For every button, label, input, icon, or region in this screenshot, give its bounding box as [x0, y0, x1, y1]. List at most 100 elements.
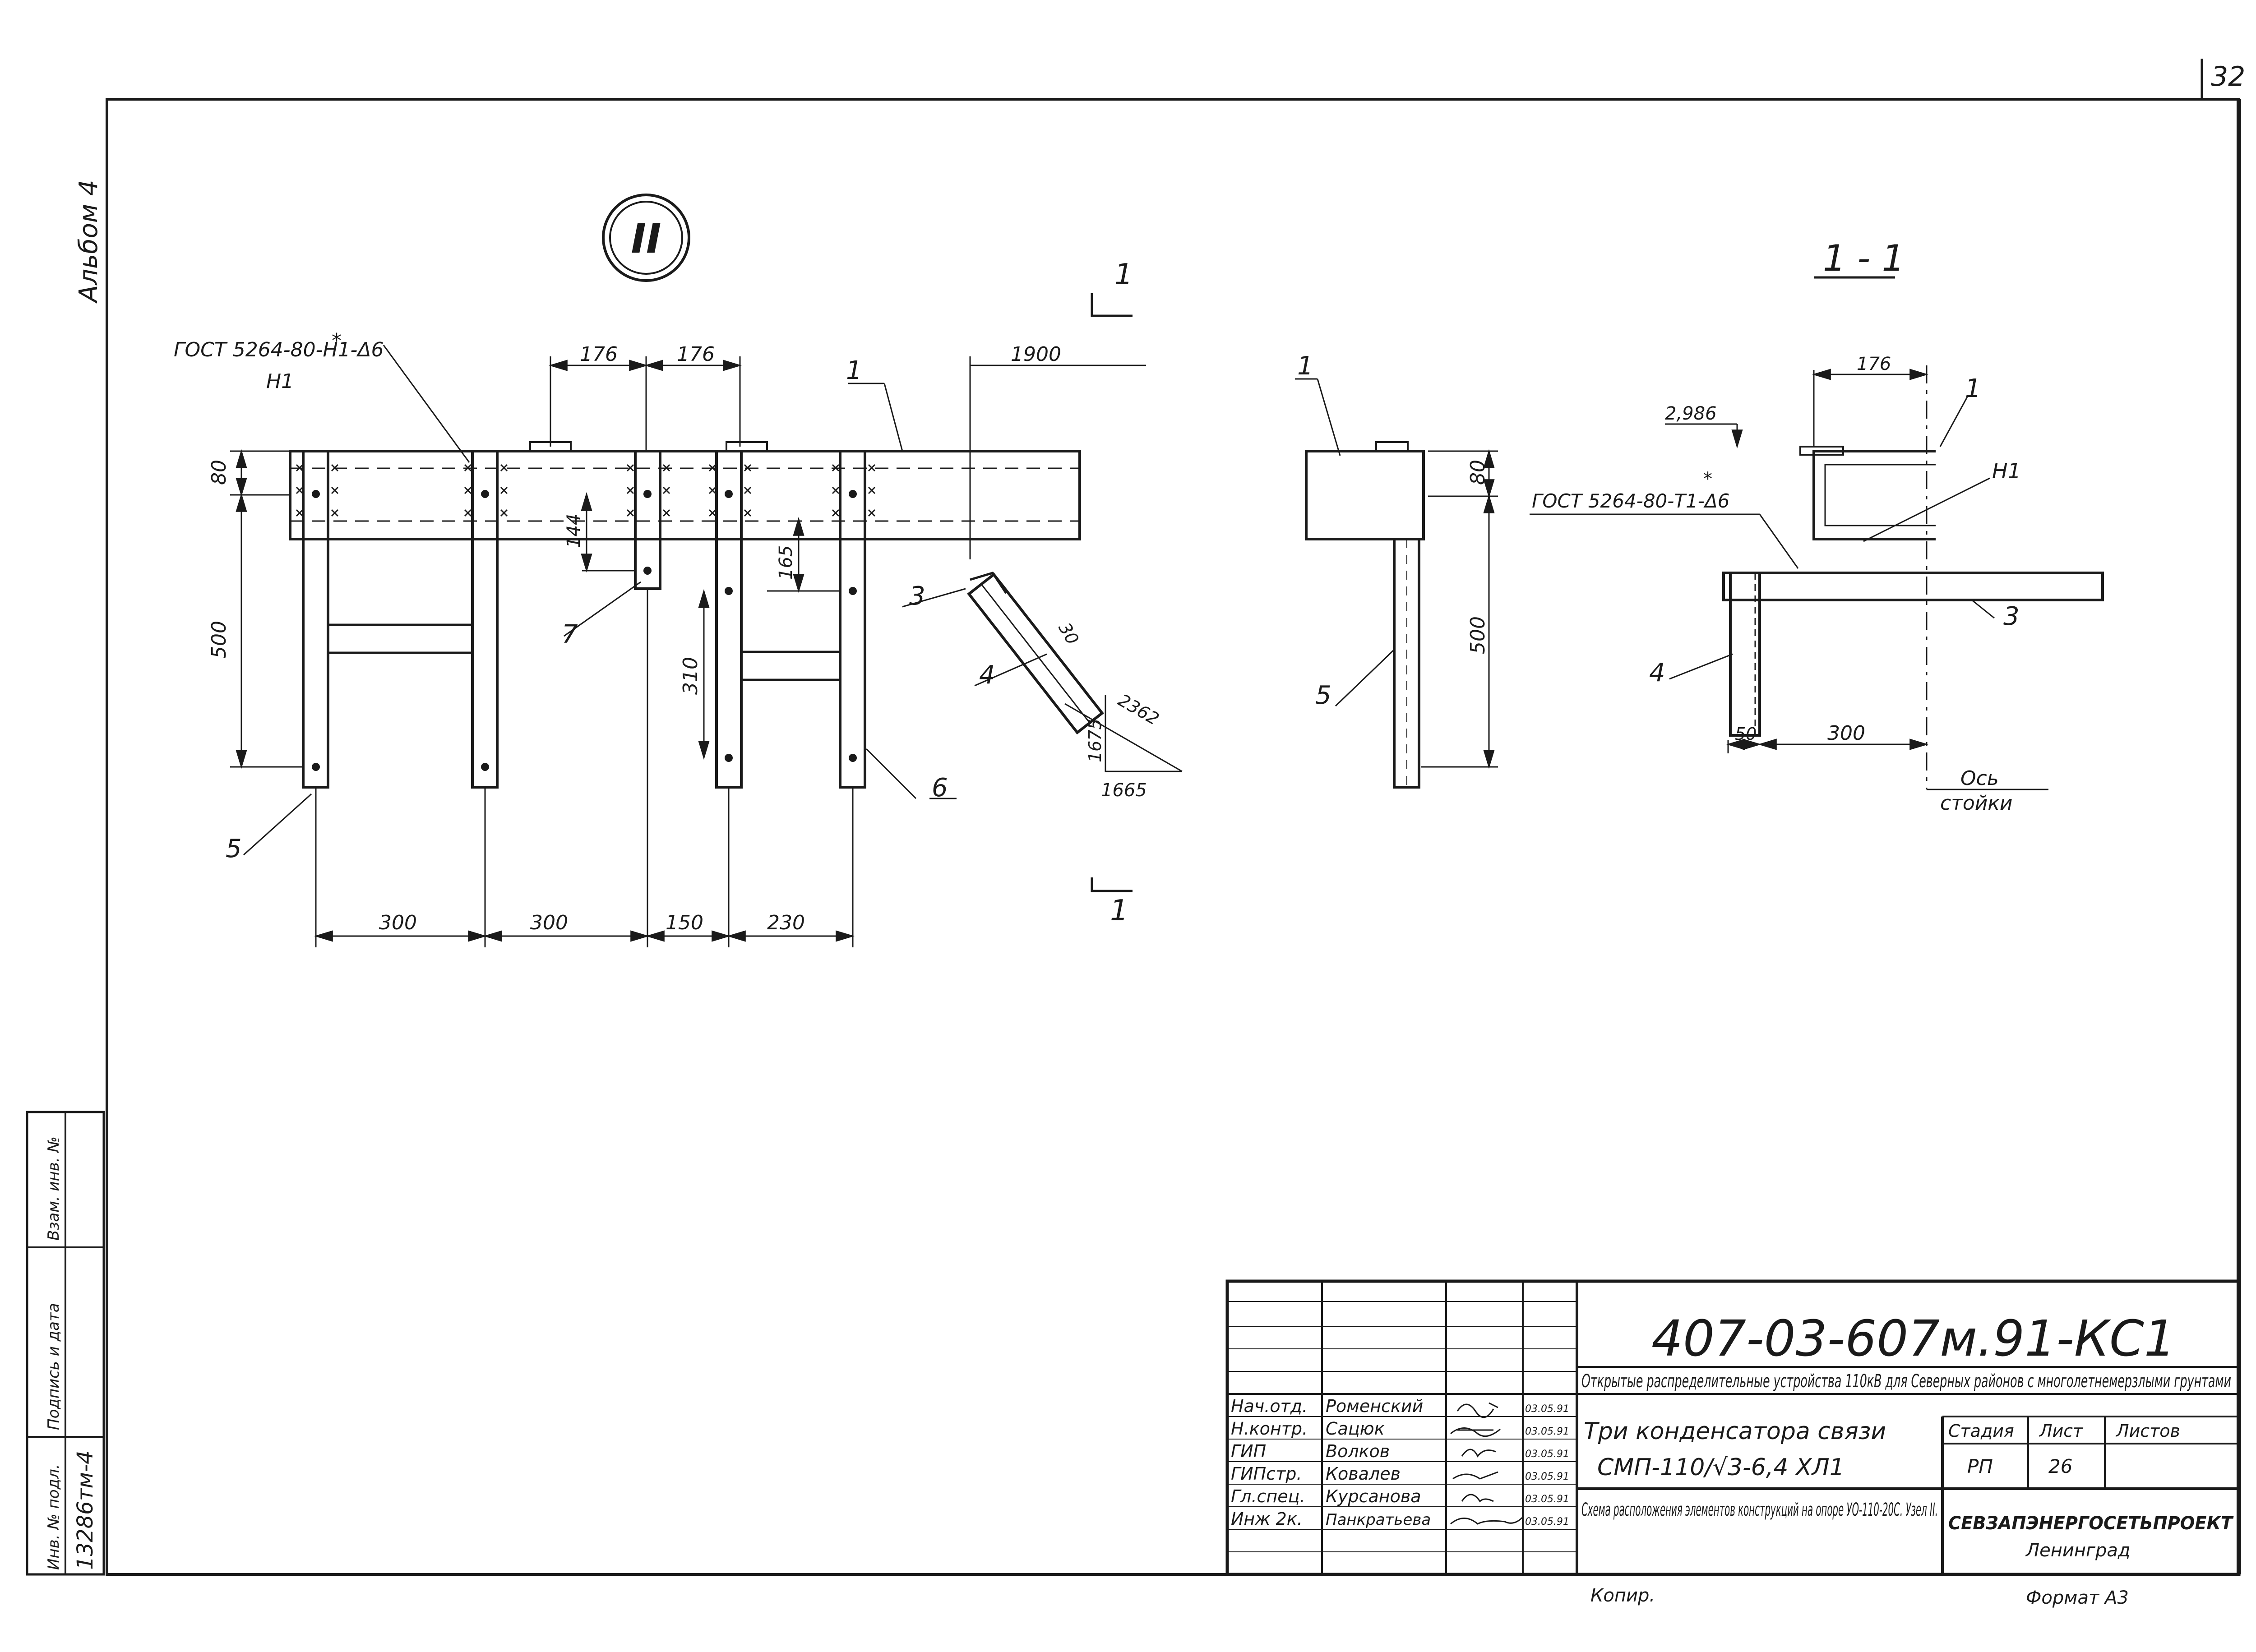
- staff-role: Инж 2к.: [1231, 1509, 1303, 1529]
- post-4: [839, 450, 866, 789]
- staff-name: Волков: [1326, 1441, 1390, 1461]
- post-2: [471, 450, 499, 789]
- node-view: II: [230, 194, 1183, 947]
- dim-150: 150: [666, 911, 703, 934]
- post-1: [302, 450, 329, 789]
- callout-3: 3: [909, 581, 925, 611]
- dim-165: 165: [776, 545, 796, 580]
- section-callout-1: 1: [1965, 374, 1981, 403]
- dim-30: 30: [1054, 619, 1082, 648]
- side-callout-1: 1: [1297, 351, 1313, 381]
- project-title-line: Открытые распределительные устройства 11…: [1581, 1371, 2231, 1392]
- org-city: Ленинград: [2025, 1540, 2131, 1561]
- object-title-2: СМП-110/√3-6,4 ХЛ1: [1597, 1454, 1845, 1481]
- callout-5: 5: [226, 834, 242, 863]
- sheet-corner-number: 32: [2211, 61, 2245, 92]
- section-weld-note: ГОСТ 5264-80-Т1-Δ6: [1532, 490, 1729, 512]
- dim-1675: 1675: [1085, 719, 1105, 762]
- org-name-text: СЕВЗАПЭНЕРГОСЕТЬПРОЕКТ: [1948, 1513, 2234, 1534]
- sheet-title: Схема расположения элементов конструкций…: [1581, 1500, 1938, 1520]
- staff-name: Курсанова: [1326, 1486, 1421, 1506]
- section-level: 2,986: [1665, 403, 1717, 424]
- staff-role: Н.контр.: [1231, 1419, 1308, 1439]
- section-1-1: [1530, 276, 2104, 790]
- dim-1900: 1900: [1011, 343, 1061, 366]
- side-stamp: [26, 1111, 105, 1576]
- callout-7: 7: [562, 620, 578, 649]
- section-callout-n1: Н1: [1992, 459, 2021, 483]
- org-name: СЕВЗАПЭНЕРГОСЕТЬПРОЕКТ: [1948, 1513, 2234, 1534]
- dim-144: 144: [564, 514, 584, 548]
- staff-date: 03.05.91: [1525, 1516, 1569, 1527]
- side-stamp-inv-number: 13286тм-4: [73, 1450, 98, 1570]
- staff-role: Нач.отд.: [1231, 1396, 1308, 1416]
- main-channel-beam: [289, 450, 1081, 540]
- callout-1: 1: [846, 356, 862, 385]
- dim-1665: 1665: [1101, 780, 1147, 801]
- staff-name: Роменский: [1326, 1396, 1423, 1416]
- staff-role: ГИПстр.: [1231, 1464, 1302, 1484]
- staff-date: 03.05.91: [1525, 1426, 1569, 1437]
- side-stamp-inv-label: Инв. № подл.: [45, 1464, 63, 1570]
- staff-name: Сацюк: [1326, 1419, 1385, 1439]
- dim-230: 230: [767, 911, 805, 934]
- dim-500: 500: [208, 621, 231, 659]
- node-marker-label: II: [631, 215, 661, 263]
- staff-date: 03.05.91: [1525, 1471, 1569, 1482]
- album-label: Альбом 4: [74, 180, 103, 304]
- section-mark-bottom: 1: [1110, 894, 1128, 928]
- sheet-title-text: Схема расположения элементов конструкций…: [1581, 1500, 1938, 1520]
- dim-176-b: 176: [677, 343, 715, 366]
- doc-code: 407-03-607м.91-КС1: [1651, 1310, 2176, 1367]
- section-mark-top: 1: [1114, 258, 1133, 291]
- sheet-value: 26: [2048, 1455, 2072, 1477]
- side-view: [1295, 378, 1498, 789]
- section-dim-300: 300: [1827, 722, 1865, 745]
- project-title: Открытые распределительные устройства 11…: [1581, 1371, 2231, 1392]
- section-dim-176: 176: [1857, 354, 1891, 374]
- dim-176-a: 176: [580, 343, 618, 366]
- stage-value: РП: [1967, 1455, 1993, 1477]
- stage-header: Стадия: [1948, 1421, 2014, 1441]
- copy-note: Копир.: [1590, 1585, 1655, 1606]
- dim-2362: 2362: [1115, 690, 1163, 729]
- axis-label-1: Ось: [1960, 767, 1999, 790]
- callout-4: 4: [979, 660, 995, 690]
- node-weld-note: ГОСТ 5264-80-Н1-Δ6: [174, 338, 384, 361]
- sheet-header: Лист: [2039, 1421, 2084, 1441]
- staff-name: Панкратьева: [1326, 1511, 1431, 1529]
- dim-300-b: 300: [530, 911, 568, 934]
- node-weld-mark: *: [332, 329, 342, 352]
- callout-6: 6: [932, 773, 948, 803]
- staff-date: 03.05.91: [1525, 1403, 1569, 1415]
- staff-date: 03.05.91: [1525, 1449, 1569, 1460]
- section-dim-50: 50: [1735, 724, 1757, 744]
- section-callout-4: 4: [1649, 658, 1665, 688]
- side-stamp-replace-label: Взам. инв. №: [45, 1136, 63, 1241]
- staff-name: Ковалев: [1326, 1464, 1401, 1484]
- axis-label-2: стойки: [1940, 792, 2013, 815]
- section-title: 1 - 1: [1823, 237, 1905, 279]
- staff-list: Нач.отд. Роменский 03.05.91 Н.контр. Сац…: [1231, 1396, 1569, 1529]
- cross-bar-1: [327, 623, 474, 654]
- staff-role: Гл.спец.: [1231, 1486, 1305, 1506]
- signatures: [1450, 1402, 1524, 1525]
- post-3: [715, 450, 743, 789]
- dim-300-a: 300: [379, 911, 417, 934]
- title-block: [1225, 1279, 2241, 1576]
- dim-80: 80: [208, 460, 231, 485]
- staff-date: 03.05.91: [1525, 1494, 1569, 1505]
- section-callout-3: 3: [2003, 602, 2020, 631]
- section-weld-mark: *: [1703, 469, 1712, 489]
- dim-310: 310: [679, 657, 702, 695]
- side-dim-80: 80: [1466, 460, 1489, 485]
- cross-bar-2: [740, 651, 841, 681]
- sheets-header: Листов: [2115, 1421, 2180, 1441]
- format-note: Формат А3: [2026, 1587, 2129, 1608]
- side-dim-500: 500: [1466, 616, 1489, 654]
- staff-role: ГИП: [1231, 1441, 1266, 1461]
- side-stamp-sign-label: Подпись и дата: [45, 1303, 63, 1430]
- side-callout-5: 5: [1315, 681, 1331, 710]
- node-weld-sub: Н1: [266, 370, 294, 393]
